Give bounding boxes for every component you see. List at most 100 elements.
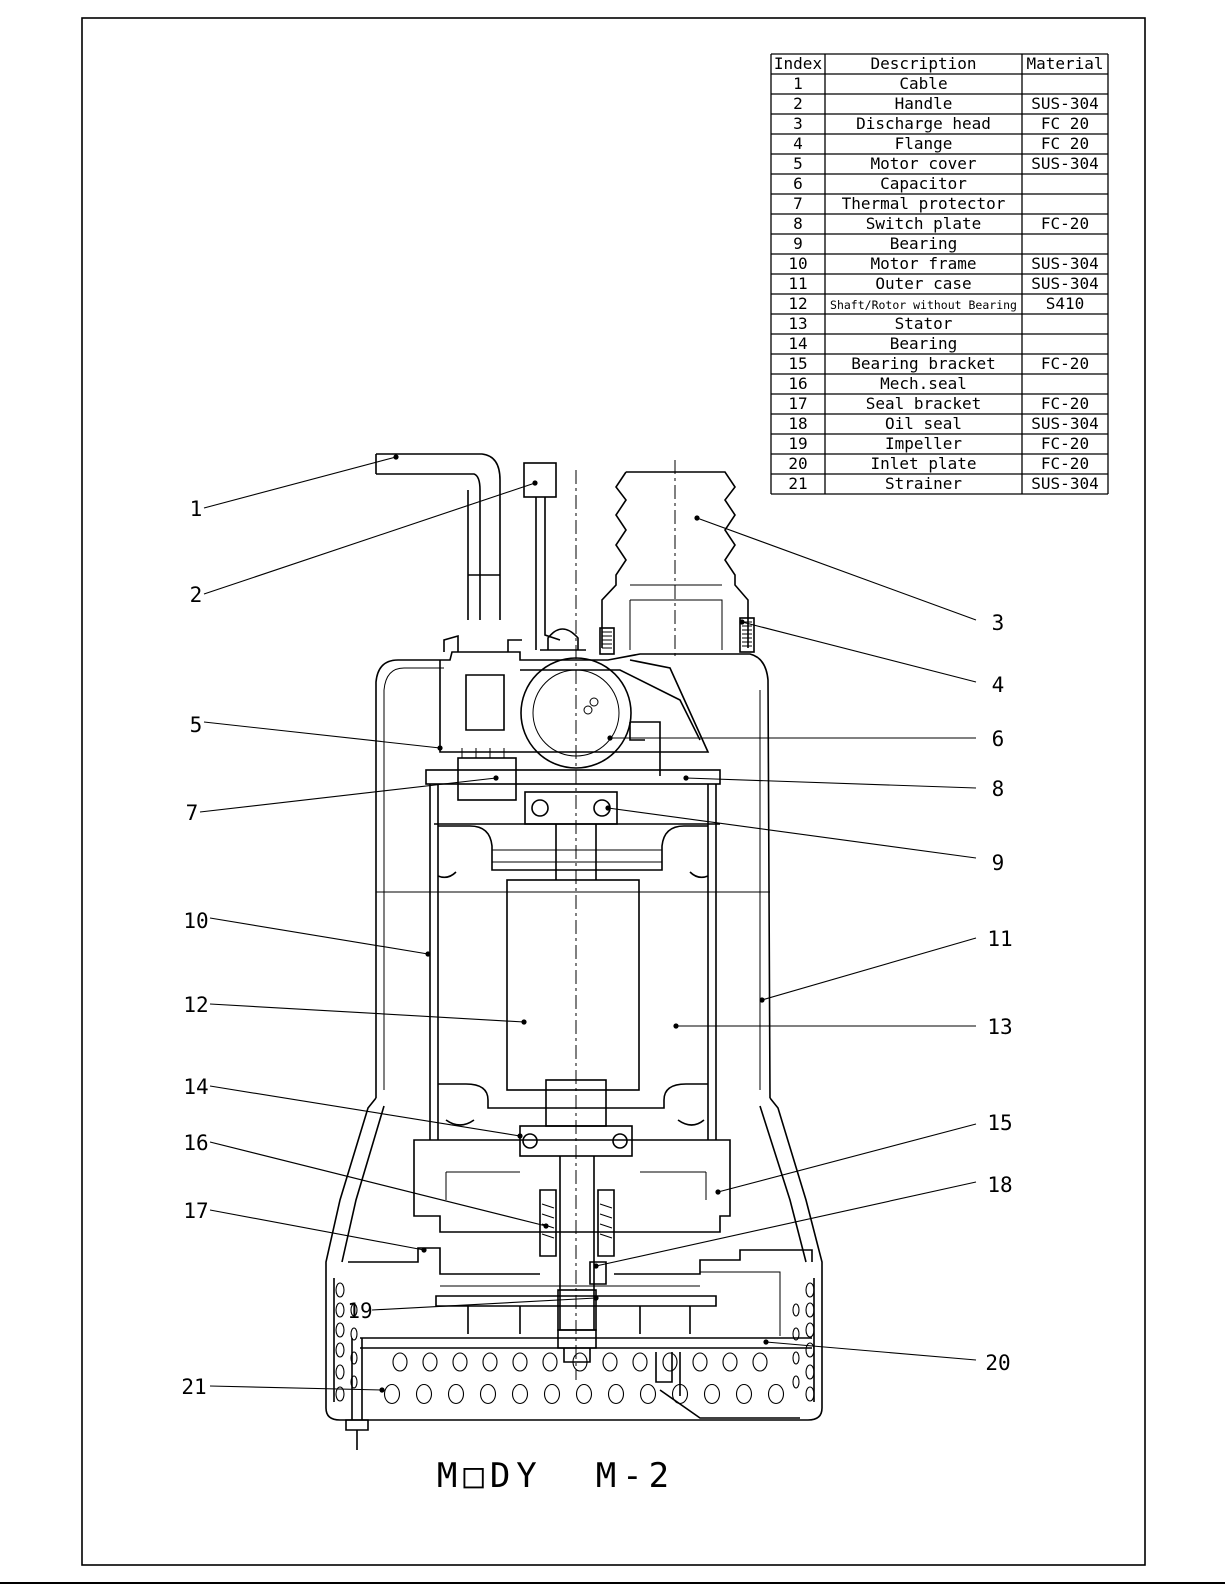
strainer-hole	[335, 1386, 345, 1402]
strainer-hole	[482, 1352, 498, 1372]
leader-11	[761, 937, 977, 1001]
table-cell-material: SUS-304	[1031, 274, 1098, 293]
strainer-hole	[335, 1302, 345, 1318]
leader-10	[209, 917, 429, 955]
strainer-hole	[422, 1352, 438, 1372]
strainer	[325, 1272, 823, 1421]
table-cell-description: Impeller	[885, 434, 962, 453]
table-cell-description: Outer case	[875, 274, 971, 293]
table-cell-index: 15	[788, 354, 807, 373]
leader-dots	[379, 454, 769, 1393]
leader-8	[685, 777, 977, 789]
strainer-hole	[767, 1383, 785, 1405]
table-cell-description: Oil seal	[885, 414, 962, 433]
table-cell-description: Strainer	[885, 474, 962, 493]
inlet-stud	[655, 1352, 681, 1396]
table-cell-index: 3	[793, 114, 803, 133]
handle-rod	[535, 497, 561, 650]
flange-left	[599, 627, 615, 655]
table-cell-index: 7	[793, 194, 803, 213]
discharge-head-inner	[629, 584, 723, 650]
strainer-hole	[543, 1383, 561, 1405]
upper-bearing-housing	[524, 791, 618, 825]
flange-right	[739, 617, 755, 653]
table-cell-index: 1	[793, 74, 803, 93]
shaft-upper	[555, 824, 597, 880]
table-header-index: Index	[774, 54, 823, 73]
table-cell-material: FC-20	[1041, 214, 1089, 233]
lower-bearing-housing	[519, 1125, 633, 1157]
callout-2: 2	[190, 583, 203, 607]
strainer-hole	[735, 1383, 753, 1405]
table-cell-description: Bearing bracket	[851, 354, 996, 373]
callout-5: 5	[190, 713, 203, 737]
mech-seal-spring	[541, 1203, 613, 1239]
cable	[375, 453, 501, 620]
callout-16: 16	[183, 1131, 208, 1155]
strainer-hole	[350, 1303, 358, 1317]
callout-14: 14	[183, 1075, 208, 1099]
callout-4: 4	[992, 673, 1005, 697]
callout-6: 6	[992, 727, 1005, 751]
strainer-hole	[392, 1352, 408, 1372]
callout-12: 12	[183, 993, 208, 1017]
leader-19	[371, 1297, 597, 1311]
strainer-hole	[602, 1352, 618, 1372]
flange-left-thread	[602, 631, 612, 649]
handle-grip	[523, 462, 557, 498]
callout-19: 19	[347, 1299, 372, 1323]
table-cell-index: 19	[788, 434, 807, 453]
strainer-hole	[335, 1322, 345, 1338]
callout-11: 11	[987, 927, 1012, 951]
table-cell-index: 17	[788, 394, 807, 413]
strainer-hole	[805, 1322, 815, 1338]
strainer-hole	[350, 1327, 358, 1341]
drawing-border	[81, 17, 1146, 1566]
table-cell-index: 20	[788, 454, 807, 473]
leader-1	[203, 456, 397, 509]
callout-3: 3	[992, 611, 1005, 635]
strainer-hole	[792, 1303, 800, 1317]
table-cell-index: 8	[793, 214, 803, 233]
table-cell-index: 12	[788, 294, 807, 313]
table-cell-description: Mech.seal	[880, 374, 967, 393]
table-cell-index: 5	[793, 154, 803, 173]
flange-right-thread	[742, 621, 752, 647]
table-cell-index: 4	[793, 134, 803, 153]
callout-20: 20	[985, 1351, 1010, 1375]
table-cell-material: FC-20	[1041, 454, 1089, 473]
strainer-hole	[350, 1375, 358, 1389]
leader-14	[209, 1085, 521, 1137]
strainer-hole	[542, 1352, 558, 1372]
table-cell-index: 16	[788, 374, 807, 393]
table-cell-index: 9	[793, 234, 803, 253]
table-cell-material: FC-20	[1041, 354, 1089, 373]
pump-cross-section	[325, 453, 823, 1450]
callout-15: 15	[987, 1111, 1012, 1135]
strainer-hole	[415, 1383, 433, 1405]
strainer-hole	[752, 1352, 768, 1372]
outer-case-lower	[325, 1097, 823, 1272]
strainer-hole	[805, 1364, 815, 1380]
strainer-hole	[692, 1352, 708, 1372]
table-cell-description: Motor frame	[871, 254, 977, 273]
strainer-hole	[805, 1342, 815, 1358]
seal-bracket	[348, 1247, 813, 1275]
table-cell-index: 11	[788, 274, 807, 293]
strainer-hole	[805, 1386, 815, 1402]
table-cell-description: Discharge head	[856, 114, 991, 133]
strainer-hole	[805, 1302, 815, 1318]
strainer-hole	[662, 1352, 678, 1372]
table-cell-description: Inlet plate	[871, 454, 977, 473]
lower-bearing-ball-right	[612, 1133, 628, 1149]
outer-case-inner-line	[383, 667, 761, 1090]
table-cell-material: SUS-304	[1031, 254, 1098, 273]
strainer-bolt	[345, 1338, 369, 1450]
capacitor-terminal-a	[589, 697, 599, 707]
strainer-hole	[350, 1351, 358, 1365]
stator-head-upper	[437, 825, 709, 879]
table-cell-description: Motor cover	[871, 154, 977, 173]
cable-gland	[465, 490, 505, 731]
callout-10: 10	[183, 909, 208, 933]
